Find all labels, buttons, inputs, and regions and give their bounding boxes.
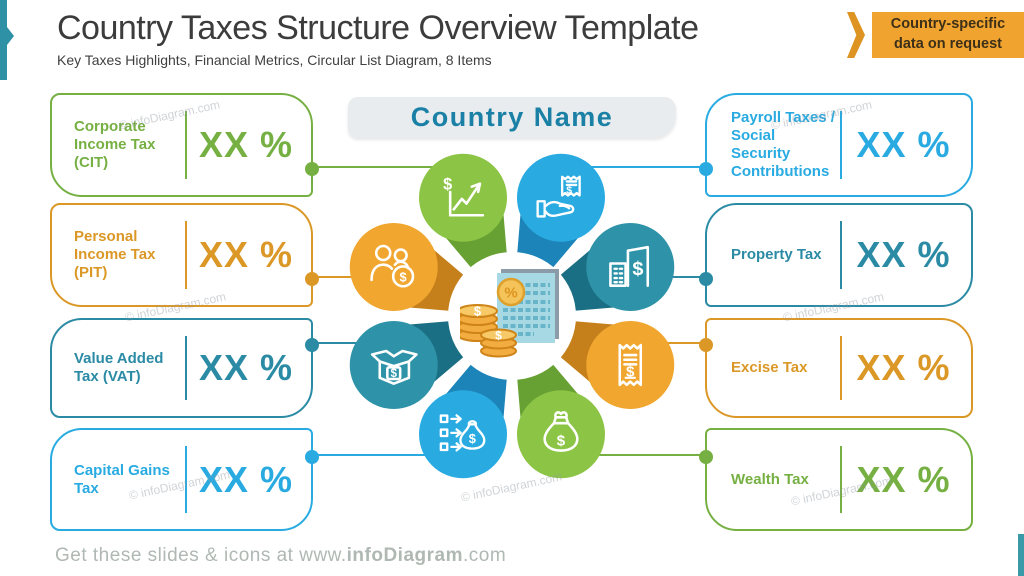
- tax-item-value: XX %: [198, 124, 294, 165]
- watermark-text: © infoDiagram.com: [459, 469, 564, 505]
- connector-dot: [305, 272, 319, 286]
- money-bag-icon: [543, 411, 579, 452]
- page-title: Country Taxes Structure Overview Templat…: [57, 9, 699, 47]
- ribbon-text: Country-specific data on request: [872, 12, 1024, 58]
- allocation-icon: [439, 414, 486, 452]
- tax-item-value: XX %: [856, 124, 951, 165]
- page-subtitle: Key Taxes Highlights, Financial Metrics,…: [57, 52, 492, 69]
- tax-item-divider: [185, 111, 187, 179]
- tax-item-value: XX %: [856, 458, 951, 500]
- petal-open-box: [349, 320, 438, 409]
- tax-item-box: Value Added Tax (VAT) XX %: [50, 318, 319, 418]
- footer-tld: .com: [462, 545, 507, 566]
- petal-hand-receipt: [516, 153, 605, 242]
- open-box-icon: [370, 349, 418, 385]
- connector-dot: [699, 450, 713, 464]
- tax-item-value: XX %: [198, 234, 294, 275]
- tax-item-divider: [185, 446, 187, 513]
- ribbon-text-line1: Country-specific: [890, 16, 1006, 33]
- footer-text: Get these slides & icons at www.: [55, 545, 347, 566]
- petal-wedge: [425, 182, 512, 316]
- country-name-label: Country Name: [410, 102, 614, 132]
- taxpayers-icon: [370, 244, 415, 288]
- connector-dot: [305, 450, 319, 464]
- tax-item-value: XX %: [198, 458, 294, 500]
- flower-center-circle: [448, 252, 576, 380]
- tax-item-box: Property Tax XX %: [699, 203, 973, 307]
- tax-item-label: Capital Gains Tax: [74, 461, 170, 497]
- petal-wedge: [512, 229, 646, 316]
- tax-item-value: XX %: [856, 347, 951, 388]
- tax-item-divider: [840, 336, 842, 400]
- footer-brand: infoDiagram: [346, 545, 463, 566]
- tax-item-divider: [840, 111, 842, 179]
- bottom-right-accent: [1018, 534, 1024, 576]
- petal-wedge: [378, 229, 512, 316]
- ribbon-fold-icon: [847, 12, 865, 58]
- tax-item-divider: [840, 446, 842, 513]
- tax-item-divider: [185, 336, 187, 400]
- tax-item-label: Payroll Taxes / Social Security Contribu…: [731, 109, 835, 180]
- tax-item-box: Payroll Taxes / Social Security Contribu…: [699, 93, 973, 197]
- petal-taxpayers: [349, 223, 438, 312]
- tax-item-label: Excise Tax: [731, 359, 808, 376]
- petal-wedge: [378, 316, 512, 403]
- buildings-icon: [609, 245, 650, 287]
- petal-allocation: [419, 390, 508, 479]
- connector-dot: [699, 162, 713, 176]
- petal-wedge: [512, 182, 599, 316]
- tax-item-box: Excise Tax XX %: [699, 318, 973, 418]
- petal-wedge: [512, 316, 646, 403]
- header: Country Taxes Structure Overview Templat…: [57, 9, 699, 69]
- tax-item-box: Corporate Income Tax (CIT) XX %: [50, 93, 319, 197]
- petal-buildings: [586, 223, 675, 312]
- petal-wedge: [512, 316, 599, 450]
- tax-document-coins-icon: [460, 267, 561, 359]
- petal-money-bag: [516, 390, 605, 479]
- petal-tax-receipt: [586, 320, 675, 409]
- connector-dot: [699, 272, 713, 286]
- hand-receipt-icon: [536, 175, 581, 218]
- country-name-header: Country Name: [348, 97, 676, 138]
- connector-dot: [305, 162, 319, 176]
- connector-dot: [305, 338, 319, 352]
- tax-item-label: Wealth Tax: [731, 470, 809, 488]
- tax-item-label: Value Added Tax (VAT): [74, 350, 164, 385]
- footer-credit: Get these slides & icons at www.infoDiag…: [55, 545, 506, 567]
- tax-item-label: Property Tax: [731, 246, 822, 263]
- connector-dot: [699, 338, 713, 352]
- tax-item-value: XX %: [198, 347, 294, 388]
- tax-item-label: Personal Income Tax (PIT): [74, 228, 156, 281]
- bookmark-shape: [0, 0, 14, 80]
- tax-item-divider: [185, 221, 187, 289]
- tax-item-label: Corporate Income Tax (CIT): [74, 118, 156, 171]
- tax-item-box: Personal Income Tax (PIT) XX %: [50, 203, 319, 307]
- left-accent-bookmark: [0, 0, 14, 80]
- tax-item-divider: [840, 221, 842, 289]
- growth-chart-icon: [441, 174, 485, 217]
- ribbon-badge: Country-specific data on request: [847, 12, 1024, 58]
- tax-item-value: XX %: [856, 234, 951, 275]
- ribbon-text-line2: data on request: [894, 36, 1002, 52]
- tax-receipt-icon: [618, 343, 643, 387]
- tax-item-box: Capital Gains Tax XX %: [50, 428, 319, 531]
- tax-item-box: Wealth Tax XX %: [699, 428, 973, 531]
- petal-growth-chart: [419, 153, 508, 242]
- petal-wedge: [425, 316, 512, 450]
